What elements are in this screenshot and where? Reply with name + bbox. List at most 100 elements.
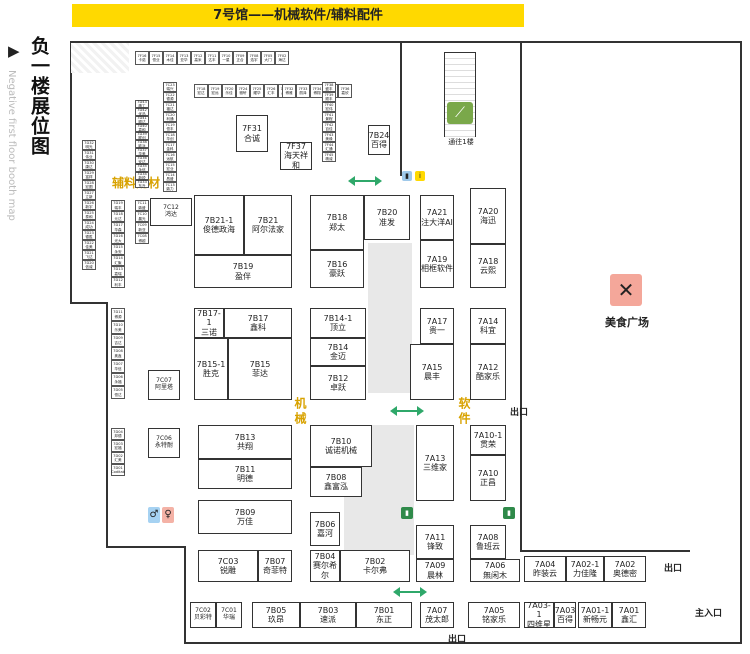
booth-7b15-1[interactable]: 7B15-1胜克 [194, 338, 228, 400]
small-booth-7d25[interactable]: 7D25泰和 [82, 210, 96, 220]
small-booth-7f25[interactable]: 7F25耀华 [250, 84, 264, 98]
small-booth-7d29[interactable]: 7D29富祥 [82, 170, 96, 180]
booth-7a11[interactable]: 7A11锋致 [416, 525, 454, 559]
booth-7b16[interactable]: 7B16豪跃 [310, 250, 364, 288]
small-booth-7f10[interactable]: 7F10一星 [219, 51, 233, 65]
booth-7b17[interactable]: 7B17鑫科 [224, 308, 292, 338]
booth-7a01-1[interactable]: 7A01-1新畅元 [578, 602, 612, 628]
small-booth-7f19[interactable]: 7F19宏远 [208, 84, 222, 98]
small-booth-7f33[interactable]: 7F33丽泽 [296, 84, 310, 98]
booth-7f37[interactable]: 7F37海天祥和 [280, 142, 312, 170]
small-booth-7d36[interactable]: 7D36安达 [135, 156, 149, 164]
small-booth-7c19[interactable]: 7C19恒丰 [163, 122, 177, 132]
booth-7b20[interactable]: 7B20准发 [364, 195, 410, 240]
small-booth-7d35[interactable]: 7D35永信 [135, 164, 149, 172]
booth-7a05[interactable]: 7A05铭家乐 [468, 602, 520, 628]
small-booth-7f11[interactable]: 7F11达丰 [205, 51, 219, 65]
small-booth-7d26[interactable]: 7D26新宇 [82, 200, 96, 210]
booth-7b21-1[interactable]: 7B21-1俊德政海 [194, 195, 244, 255]
small-booth-7d15[interactable]: 7D15永安 [111, 244, 125, 255]
booth-7b10[interactable]: 7B10诚诺机械 [310, 425, 372, 467]
small-booth-7d20[interactable]: 7D20信诚 [82, 260, 96, 270]
booth-7b08[interactable]: 7B08鑫富泓 [310, 467, 362, 497]
small-booth-7d43[interactable]: 7D43精工 [135, 100, 149, 108]
small-booth-7f39[interactable]: 7F39顺丰 [322, 92, 336, 102]
small-booth-7c16[interactable]: 7C16远航 [163, 152, 177, 162]
small-booth-7f02[interactable]: 7F02海达 [275, 51, 289, 65]
booth-7a15[interactable]: 7A15晨丰 [410, 344, 454, 400]
small-booth-7d22[interactable]: 7D22佳美 [82, 240, 96, 250]
booth-7b12[interactable]: 7B12卓跃 [310, 366, 366, 400]
small-booth-7d19[interactable]: 7D19瑞丰 [111, 200, 125, 211]
small-booth-7d37[interactable]: 7D37华美 [135, 148, 149, 156]
small-booth-7c22[interactable]: 7C22德源 [163, 92, 177, 102]
booth-7b05[interactable]: 7B05玖昂 [252, 602, 300, 628]
booth-7a06[interactable]: 7A06無闲木 [470, 559, 520, 582]
booth-7b17-1[interactable]: 7B17-1三诺 [194, 308, 224, 338]
small-booth-7f44[interactable]: 7F44汇通 [322, 142, 336, 152]
booth-7a04[interactable]: 7A04昨装云 [524, 556, 566, 582]
small-booth-7f40[interactable]: 7F40宏伟 [322, 102, 336, 112]
small-booth-7d28[interactable]: 7D28宏图 [82, 180, 96, 190]
small-booth-7d16[interactable]: 7D16光大 [111, 233, 125, 244]
booth-7b19[interactable]: 7B19盈伴 [194, 255, 292, 288]
booth-7a01[interactable]: 7A01鑫汇 [612, 602, 646, 628]
booth-7a09[interactable]: 7A09晨林 [416, 559, 454, 582]
small-booth-7d03[interactable]: 7D03宏福 [111, 440, 125, 452]
small-booth-7c15[interactable]: 7C15宏业 [163, 162, 177, 172]
small-booth-7d39[interactable]: 7D39联创 [135, 132, 149, 140]
small-booth-7f43[interactable]: 7F43美缘 [322, 132, 336, 142]
small-booth-7d42[interactable]: 7D42优品 [135, 108, 149, 116]
small-booth-7f36[interactable]: 7F36嘉欣 [338, 84, 352, 98]
booth-7b09[interactable]: 7B09万佳 [198, 500, 292, 534]
booth-7b01[interactable]: 7B01东正 [356, 602, 412, 628]
small-booth-7d12[interactable]: 7D12利丰 [111, 277, 125, 288]
small-booth-7c08[interactable]: 7C08博越 [135, 233, 149, 244]
small-booth-7d02[interactable]: 7D02汇美 [111, 452, 125, 464]
small-booth-7d24[interactable]: 7D24成功 [82, 220, 96, 230]
small-booth-7f08[interactable]: 7F08浩宇 [247, 51, 261, 65]
small-booth-7d34[interactable]: 7D34新锐 [135, 172, 149, 180]
booth-7f31[interactable]: 7F31合诚 [236, 115, 268, 152]
booth-7b14[interactable]: 7B14金迈 [310, 338, 366, 366]
small-booth-7d13[interactable]: 7D13嘉瑞 [111, 266, 125, 277]
booth-7c01[interactable]: 7C01华瑞 [216, 602, 242, 628]
small-booth-7c17[interactable]: 7C17金科 [163, 142, 177, 152]
booth-7a18[interactable]: 7A18云熙 [470, 244, 506, 288]
booth-7b11[interactable]: 7B11明德 [198, 459, 292, 489]
booth-7a03[interactable]: 7A03百得 [554, 602, 576, 628]
small-booth-7c18[interactable]: 7C18华创 [163, 132, 177, 142]
small-booth-7d08[interactable]: 7D08奥鑫 [111, 347, 125, 360]
booth-7b03[interactable]: 7B03速派 [300, 602, 356, 628]
booth-7a21[interactable]: 7A21注大洋AI [420, 195, 454, 240]
small-booth-7c13[interactable]: 7C13鼎力 [163, 182, 177, 192]
small-booth-7f32[interactable]: 7F32博雅 [282, 84, 296, 98]
small-booth-7d27[interactable]: 7D27立新 [82, 190, 96, 200]
booth-7b04[interactable]: 7B04赛尔希尔 [310, 550, 340, 582]
small-booth-7d05[interactable]: 7D05恒达 [111, 386, 125, 399]
small-booth-7f13[interactable]: 7F13亚华 [177, 51, 191, 65]
booth-7b18[interactable]: 7B18郑太 [310, 195, 364, 250]
booth-7c02[interactable]: 7C02贝彩特 [190, 602, 216, 628]
small-booth-7c09[interactable]: 7C09新亚 [135, 222, 149, 233]
small-booth-7f42[interactable]: 7F42百佳 [322, 122, 336, 132]
booth-7c03[interactable]: 7C03锐雕 [198, 550, 258, 582]
small-booth-7f18[interactable]: 7F18宏达 [194, 84, 208, 98]
booth-7a19[interactable]: 7A19相框软件 [420, 240, 454, 288]
booth-7a07[interactable]: 7A07茂太郎 [420, 602, 454, 628]
small-booth-7d01[interactable]: 7D01Coditab [111, 464, 125, 476]
small-booth-7f16[interactable]: 7F16卡诺 [135, 51, 149, 65]
small-booth-7d21[interactable]: 7D21飞达 [82, 250, 96, 260]
small-booth-7f09[interactable]: 7F09正合 [233, 51, 247, 65]
small-booth-7c14[interactable]: 7C14昌盛 [163, 172, 177, 182]
small-booth-7f12[interactable]: 7F12高米 [191, 51, 205, 65]
booth-7a14[interactable]: 7A14科宜 [470, 308, 506, 344]
small-booth-7f26[interactable]: 7F26汇丰 [264, 84, 278, 98]
small-booth-7c21[interactable]: 7C21福达 [163, 102, 177, 112]
small-booth-7d33[interactable]: 7D33东升 [135, 180, 149, 188]
small-booth-7c10[interactable]: 7C10晨光 [135, 211, 149, 222]
booth-7b02[interactable]: 7B02卡尔弗 [340, 550, 410, 582]
small-booth-7f45[interactable]: 7F45精诚 [322, 152, 336, 162]
small-booth-7c23[interactable]: 7C23瑞兴 [163, 82, 177, 92]
small-booth-7f20[interactable]: 7F20乐佳 [222, 84, 236, 98]
